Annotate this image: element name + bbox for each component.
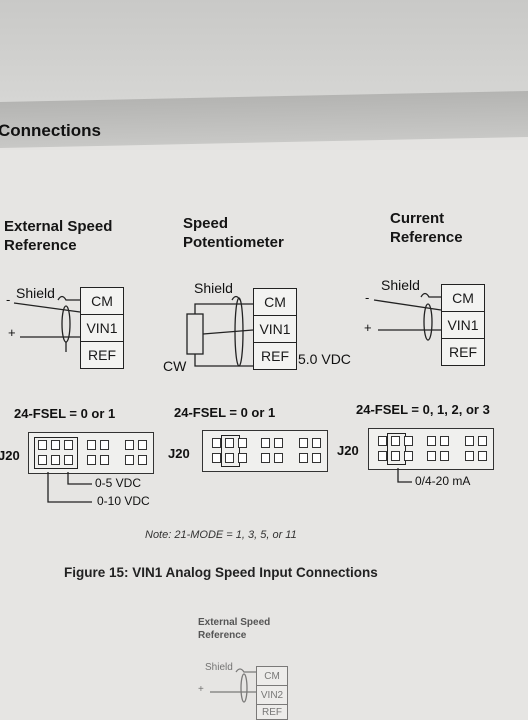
col3-minus-label: - [365,290,370,305]
col3-callout [397,468,412,483]
col1-minus-wire [13,302,81,313]
col2-potentiometer-body [186,313,204,355]
col2-pot-bottom-wire [194,354,253,367]
col2-pot-wiper-wire [202,329,254,335]
col1-heading-line1: External Speed [4,218,113,235]
lower-terminal-block: CM VIN2 REF [256,666,288,720]
lower-heading-line2: Reference [198,630,247,641]
col3-jumper-installed [387,433,406,465]
lower-terminal-ref: REF [262,706,282,718]
col2-shield-sleeve [234,297,244,367]
col3-note-current: 0/4-20 mA [415,474,471,488]
col2-heading: Speed Potentiometer [183,214,284,252]
col1-shield-wire [57,295,80,301]
col1-heading-line2: Reference [4,237,77,254]
col2-j20-connector [202,430,328,472]
col3-jumper-label: J20 [337,443,359,458]
col2-shield-label: Shield [194,280,233,296]
col3-heading-line1: Current [390,210,445,227]
col1-jumper-label: J20 [0,448,20,463]
section-title: Connections [0,121,101,140]
col2-terminal-block: CM VIN1 REF [253,288,297,370]
col1-heading: External Speed Reference [4,217,112,255]
col3-shield-sleeve [423,303,433,341]
col1-note-0-10vdc: 0-10 VDC [97,494,150,508]
lower-plus-label: + [198,684,204,695]
col1-terminal-block: CM VIN1 REF [80,287,124,369]
col1-note-0-5vdc: 0-5 VDC [95,476,142,490]
col2-ref-voltage: 5.0 VDC [298,351,351,367]
col3-heading-line2: Reference [390,229,463,246]
col2-terminal-vin1: VIN1 [254,316,296,343]
col2-heading-line1: Speed [183,215,229,232]
col3-terminal-block: CM VIN1 REF [441,284,485,366]
col3-terminal-vin1: VIN1 [442,312,484,339]
lower-terminal-cm: CM [257,667,287,686]
col1-jumper-installed [34,437,78,469]
col2-pot-top-wire [194,303,253,314]
col1-minus-label: - [6,292,11,307]
col1-terminal-ref: REF [88,347,116,363]
lower-heading: External Speed Reference [198,616,270,642]
col3-j20-connector [368,428,494,470]
col3-fsel: 24-FSEL = 0, 1, 2, or 3 [356,402,490,417]
col3-terminal-ref: REF [449,344,477,360]
col2-terminal-cm: CM [254,289,296,316]
col2-fsel: 24-FSEL = 0 or 1 [174,405,276,420]
col2-jumper-label: J20 [168,446,190,461]
figure-caption: Figure 15: VIN1 Analog Speed Input Conne… [64,565,378,580]
col2-cw-label: CW [163,358,187,374]
col2-heading-line2: Potentiometer [183,234,284,251]
col3-terminal-cm: CM [442,285,484,312]
col1-callout-0-5 [67,472,92,485]
col1-shield-label: Shield [16,285,55,301]
col1-plus-label: + [8,325,16,340]
col1-terminal-cm: CM [81,288,123,315]
col3-shield-label: Shield [381,277,420,293]
lower-terminal-vin2: VIN2 [257,686,287,705]
col2-jumper-installed [221,435,240,467]
col2-terminal-ref: REF [261,348,289,364]
col3-minus-wire [373,299,442,311]
lower-heading-line1: External Speed [198,617,271,628]
lower-shield-label: Shield [205,662,233,673]
col3-heading: Current Reference [390,209,463,247]
col1-callout-0-10 [47,472,92,503]
col1-fsel: 24-FSEL = 0 or 1 [14,406,116,421]
col1-j20-connector [28,432,154,474]
mode-note: Note: 21-MODE = 1, 3, 5, or 11 [145,529,297,541]
col2-shield-wire [231,295,241,301]
col1-terminal-vin1: VIN1 [81,315,123,342]
col3-shield-wire [420,292,441,298]
col3-plus-label: + [364,320,372,335]
